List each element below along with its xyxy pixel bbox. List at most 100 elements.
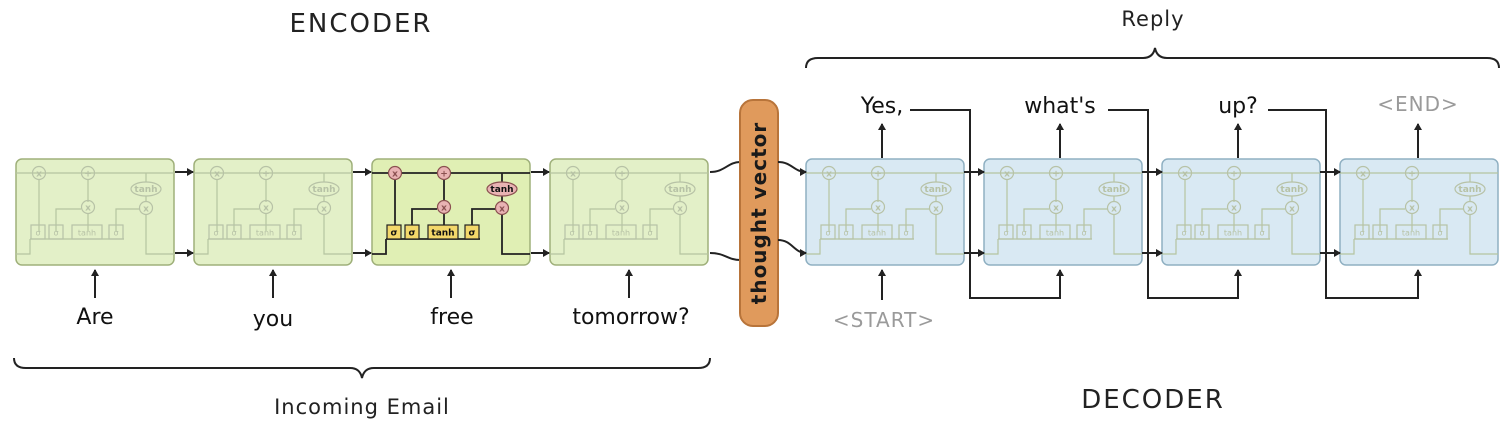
- input-multiply-op: x: [614, 199, 630, 215]
- svg-text:x: x: [441, 204, 447, 214]
- svg-text:+: +: [262, 170, 270, 180]
- svg-text:x: x: [392, 170, 398, 180]
- forget-multiply-op: x: [565, 165, 581, 181]
- reply-brace: [805, 47, 1500, 69]
- svg-text:+: +: [1230, 170, 1238, 180]
- input-multiply-op: x: [1404, 199, 1420, 215]
- candidate-gate: tanh: [427, 224, 459, 240]
- svg-text:σ: σ: [825, 229, 830, 238]
- svg-text:tanh: tanh: [924, 185, 947, 195]
- candidate-gate: tanh: [1395, 224, 1427, 240]
- svg-text:σ: σ: [408, 229, 415, 239]
- svg-text:x: x: [1360, 170, 1366, 180]
- forget-gate: σ: [820, 224, 836, 240]
- svg-text:σ: σ: [1259, 229, 1264, 238]
- encoder-to-thought-vector: [709, 161, 741, 261]
- svg-text:x: x: [321, 205, 327, 215]
- input-gate: σ: [404, 224, 420, 240]
- candidate-gate: tanh: [605, 224, 637, 240]
- input-gate: σ: [226, 224, 242, 240]
- forget-multiply-op: x: [821, 165, 837, 181]
- tanh-op: tanh: [130, 181, 162, 197]
- decoder-feedback-loops: [910, 109, 1422, 299]
- encoder-input-word-1: Are: [76, 305, 113, 330]
- start-token: <START>: [833, 308, 935, 332]
- output-gate: σ: [898, 224, 914, 240]
- output-gate: σ: [1254, 224, 1270, 240]
- output-multiply-op: x: [1106, 200, 1122, 216]
- svg-text:σ: σ: [468, 229, 475, 239]
- cell-add-op: +: [436, 165, 452, 181]
- output-multiply-op: x: [494, 200, 510, 216]
- svg-text:+: +: [440, 170, 448, 180]
- svg-text:σ: σ: [1199, 229, 1204, 238]
- svg-text:σ: σ: [1021, 229, 1026, 238]
- input-multiply-op: x: [870, 199, 886, 215]
- input-gate: σ: [838, 224, 854, 240]
- svg-text:tanh: tanh: [490, 185, 513, 195]
- forget-gate: σ: [1354, 224, 1370, 240]
- input-gate: σ: [582, 224, 598, 240]
- svg-text:x: x: [1467, 205, 1473, 215]
- svg-text:tanh: tanh: [431, 229, 454, 239]
- output-multiply-op: x: [1462, 200, 1478, 216]
- svg-text:tanh: tanh: [612, 229, 630, 238]
- input-multiply-op: x: [1226, 199, 1242, 215]
- svg-text:x: x: [677, 205, 683, 215]
- svg-text:x: x: [1289, 205, 1295, 215]
- cell-add-op: +: [1404, 165, 1420, 181]
- thought-vector-label: thought vector: [747, 122, 771, 304]
- svg-text:x: x: [1409, 204, 1415, 214]
- forget-multiply-op: x: [387, 165, 403, 181]
- svg-text:tanh: tanh: [668, 185, 691, 195]
- tanh-op: tanh: [1454, 181, 1486, 197]
- cell-add-op: +: [614, 165, 630, 181]
- input-multiply-op: x: [80, 199, 96, 215]
- svg-text:x: x: [1053, 204, 1059, 214]
- output-gate: σ: [1432, 224, 1448, 240]
- svg-text:σ: σ: [1181, 229, 1186, 238]
- lstm-wires: [550, 172, 708, 255]
- svg-text:σ: σ: [1003, 229, 1008, 238]
- forget-gate: σ: [386, 224, 402, 240]
- forget-multiply-op: x: [1177, 165, 1193, 181]
- input-multiply-op: x: [436, 199, 452, 215]
- tanh-op: tanh: [664, 181, 696, 197]
- svg-text:σ: σ: [113, 229, 118, 238]
- output-multiply-op: x: [316, 200, 332, 216]
- encoder-input-word-4: tomorrow?: [572, 305, 689, 330]
- input-gate: σ: [1016, 224, 1032, 240]
- svg-text:x: x: [570, 170, 576, 180]
- candidate-gate: tanh: [1217, 224, 1249, 240]
- decoder-output-word-1: Yes,: [860, 94, 904, 119]
- cell-add-op: +: [80, 165, 96, 181]
- output-gate: σ: [464, 224, 480, 240]
- svg-text:x: x: [826, 170, 832, 180]
- output-multiply-op: x: [1284, 200, 1300, 216]
- incoming-email-label: Incoming Email: [274, 395, 450, 419]
- input-gate: σ: [1372, 224, 1388, 240]
- cell-add-op: +: [870, 165, 886, 181]
- svg-text:σ: σ: [587, 229, 592, 238]
- encoder-title: ENCODER: [289, 9, 432, 39]
- candidate-gate: tanh: [861, 224, 893, 240]
- incoming-email-brace: [13, 357, 711, 379]
- input-multiply-op: x: [1048, 199, 1064, 215]
- output-gate: σ: [642, 224, 658, 240]
- svg-text:σ: σ: [291, 229, 296, 238]
- svg-text:tanh: tanh: [868, 229, 886, 238]
- input-gate: σ: [1194, 224, 1210, 240]
- svg-text:σ: σ: [1081, 229, 1086, 238]
- svg-text:tanh: tanh: [1046, 229, 1064, 238]
- svg-text:x: x: [619, 204, 625, 214]
- input-multiply-op: x: [258, 199, 274, 215]
- lstm-wires: [984, 172, 1142, 255]
- forget-gate: σ: [208, 224, 224, 240]
